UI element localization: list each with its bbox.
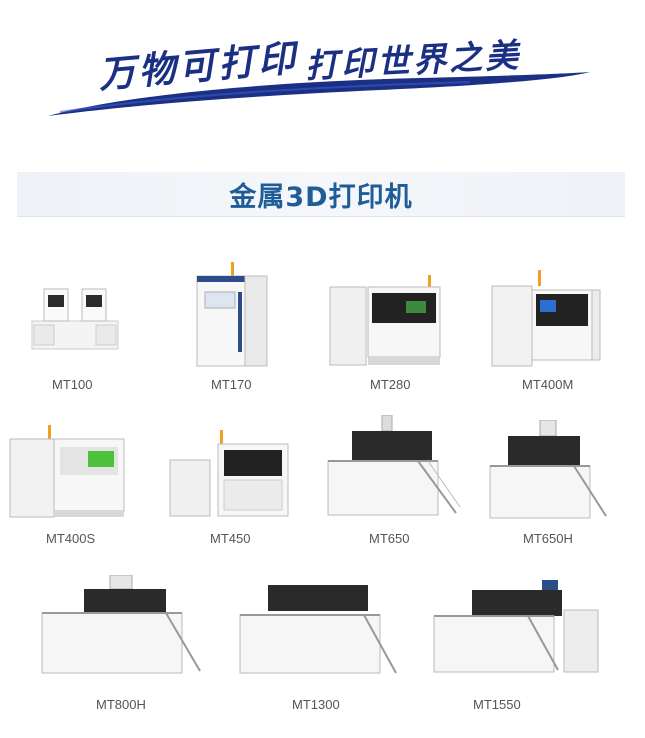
product-label: MT400S — [46, 531, 96, 546]
section-header: 金属3D打印机 — [17, 172, 625, 217]
product-image-mt400m — [490, 270, 602, 368]
slogan-banner: 万物可打印 打印世界之美 — [0, 0, 645, 135]
product-image-mt280 — [328, 275, 443, 367]
product-image-mt800h — [40, 575, 205, 675]
product-image-mt450 — [168, 430, 293, 518]
product-image-mt1550 — [432, 580, 602, 675]
product-label: MT1550 — [473, 697, 521, 712]
product-label: MT650 — [369, 531, 410, 546]
product-image-mt400s — [8, 425, 133, 520]
product-label: MT1300 — [292, 697, 340, 712]
product-image-mt1300 — [238, 585, 398, 677]
product-image-mt100 — [30, 285, 120, 353]
swoosh-graphic — [48, 72, 590, 116]
product-label: MT170 — [211, 377, 252, 392]
product-label: MT450 — [210, 531, 251, 546]
product-label: MT650H — [523, 531, 573, 546]
product-image-mt170 — [195, 262, 270, 368]
product-label: MT400M — [522, 377, 574, 392]
product-label: MT280 — [370, 377, 411, 392]
product-image-mt650 — [322, 415, 462, 518]
section-title: 金属3D打印机 — [229, 181, 413, 213]
product-label: MT800H — [96, 697, 146, 712]
product-image-mt650h — [488, 420, 610, 520]
product-label: MT100 — [52, 377, 93, 392]
